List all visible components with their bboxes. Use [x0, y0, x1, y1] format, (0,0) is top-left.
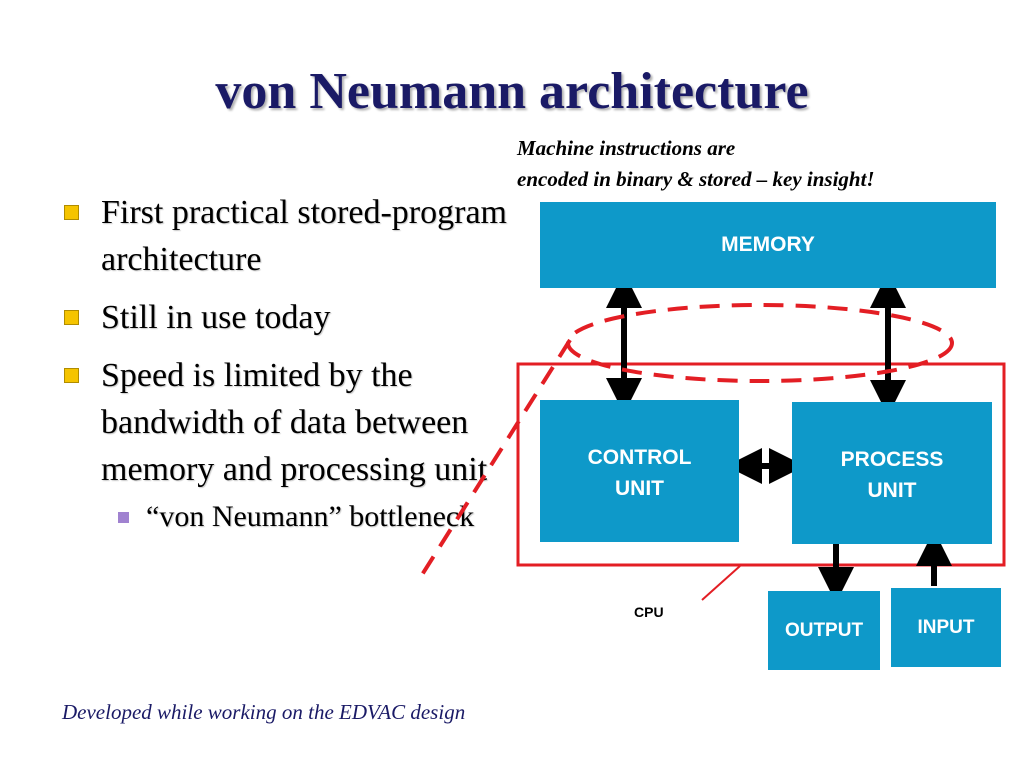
- output-box: OUTPUT: [768, 591, 880, 670]
- process-unit-label-line-2: UNIT: [867, 479, 917, 502]
- annotation-line-2: encoded in binary & stored – key insight…: [517, 167, 875, 191]
- sub-bullet-text: “von Neumann” bottleneck: [146, 500, 475, 533]
- bullet-text: Still in use today: [101, 299, 331, 336]
- bullet-item: Speed is limited by the bandwidth of dat…: [62, 352, 512, 493]
- input-box: INPUT: [891, 588, 1001, 667]
- bullet-list: First practical stored-program architect…: [62, 189, 512, 536]
- square-bullet-icon: [64, 310, 79, 325]
- bullet-item: Still in use today: [62, 294, 512, 341]
- memory-box: MEMORY: [540, 202, 996, 288]
- annotation-line-1: Machine instructions are: [517, 136, 736, 160]
- slide-title: von Neumann architecture: [215, 63, 809, 120]
- cpu-outline: [516, 362, 1006, 567]
- process-unit-label-line-1: PROCESS: [840, 448, 944, 471]
- bullet-text: First practical stored-program architect…: [101, 194, 507, 278]
- control-unit-label-line-2: UNIT: [614, 477, 664, 500]
- control-unit-label-line-1: CONTROL: [587, 446, 692, 469]
- square-bullet-icon: [64, 368, 79, 383]
- cpu-label: CPU: [634, 604, 664, 620]
- bullet-text: Speed is limited by the bandwidth of dat…: [101, 357, 488, 488]
- footer-note: Developed while working on the EDVAC des…: [62, 700, 466, 724]
- square-bullet-icon: [64, 205, 79, 220]
- square-sub-bullet-icon: [118, 512, 129, 523]
- cpu-leader-line: [701, 565, 741, 601]
- process-unit-box: PROCESS UNIT: [792, 402, 992, 544]
- sub-bullet-item: “von Neumann” bottleneck: [116, 498, 512, 536]
- key-insight-annotation: Machine instructions are encoded in bina…: [517, 133, 875, 195]
- control-unit-box: CONTROL UNIT: [540, 400, 739, 542]
- bottleneck-leader-line: [418, 338, 572, 580]
- bullet-item: First practical stored-program architect…: [62, 189, 512, 283]
